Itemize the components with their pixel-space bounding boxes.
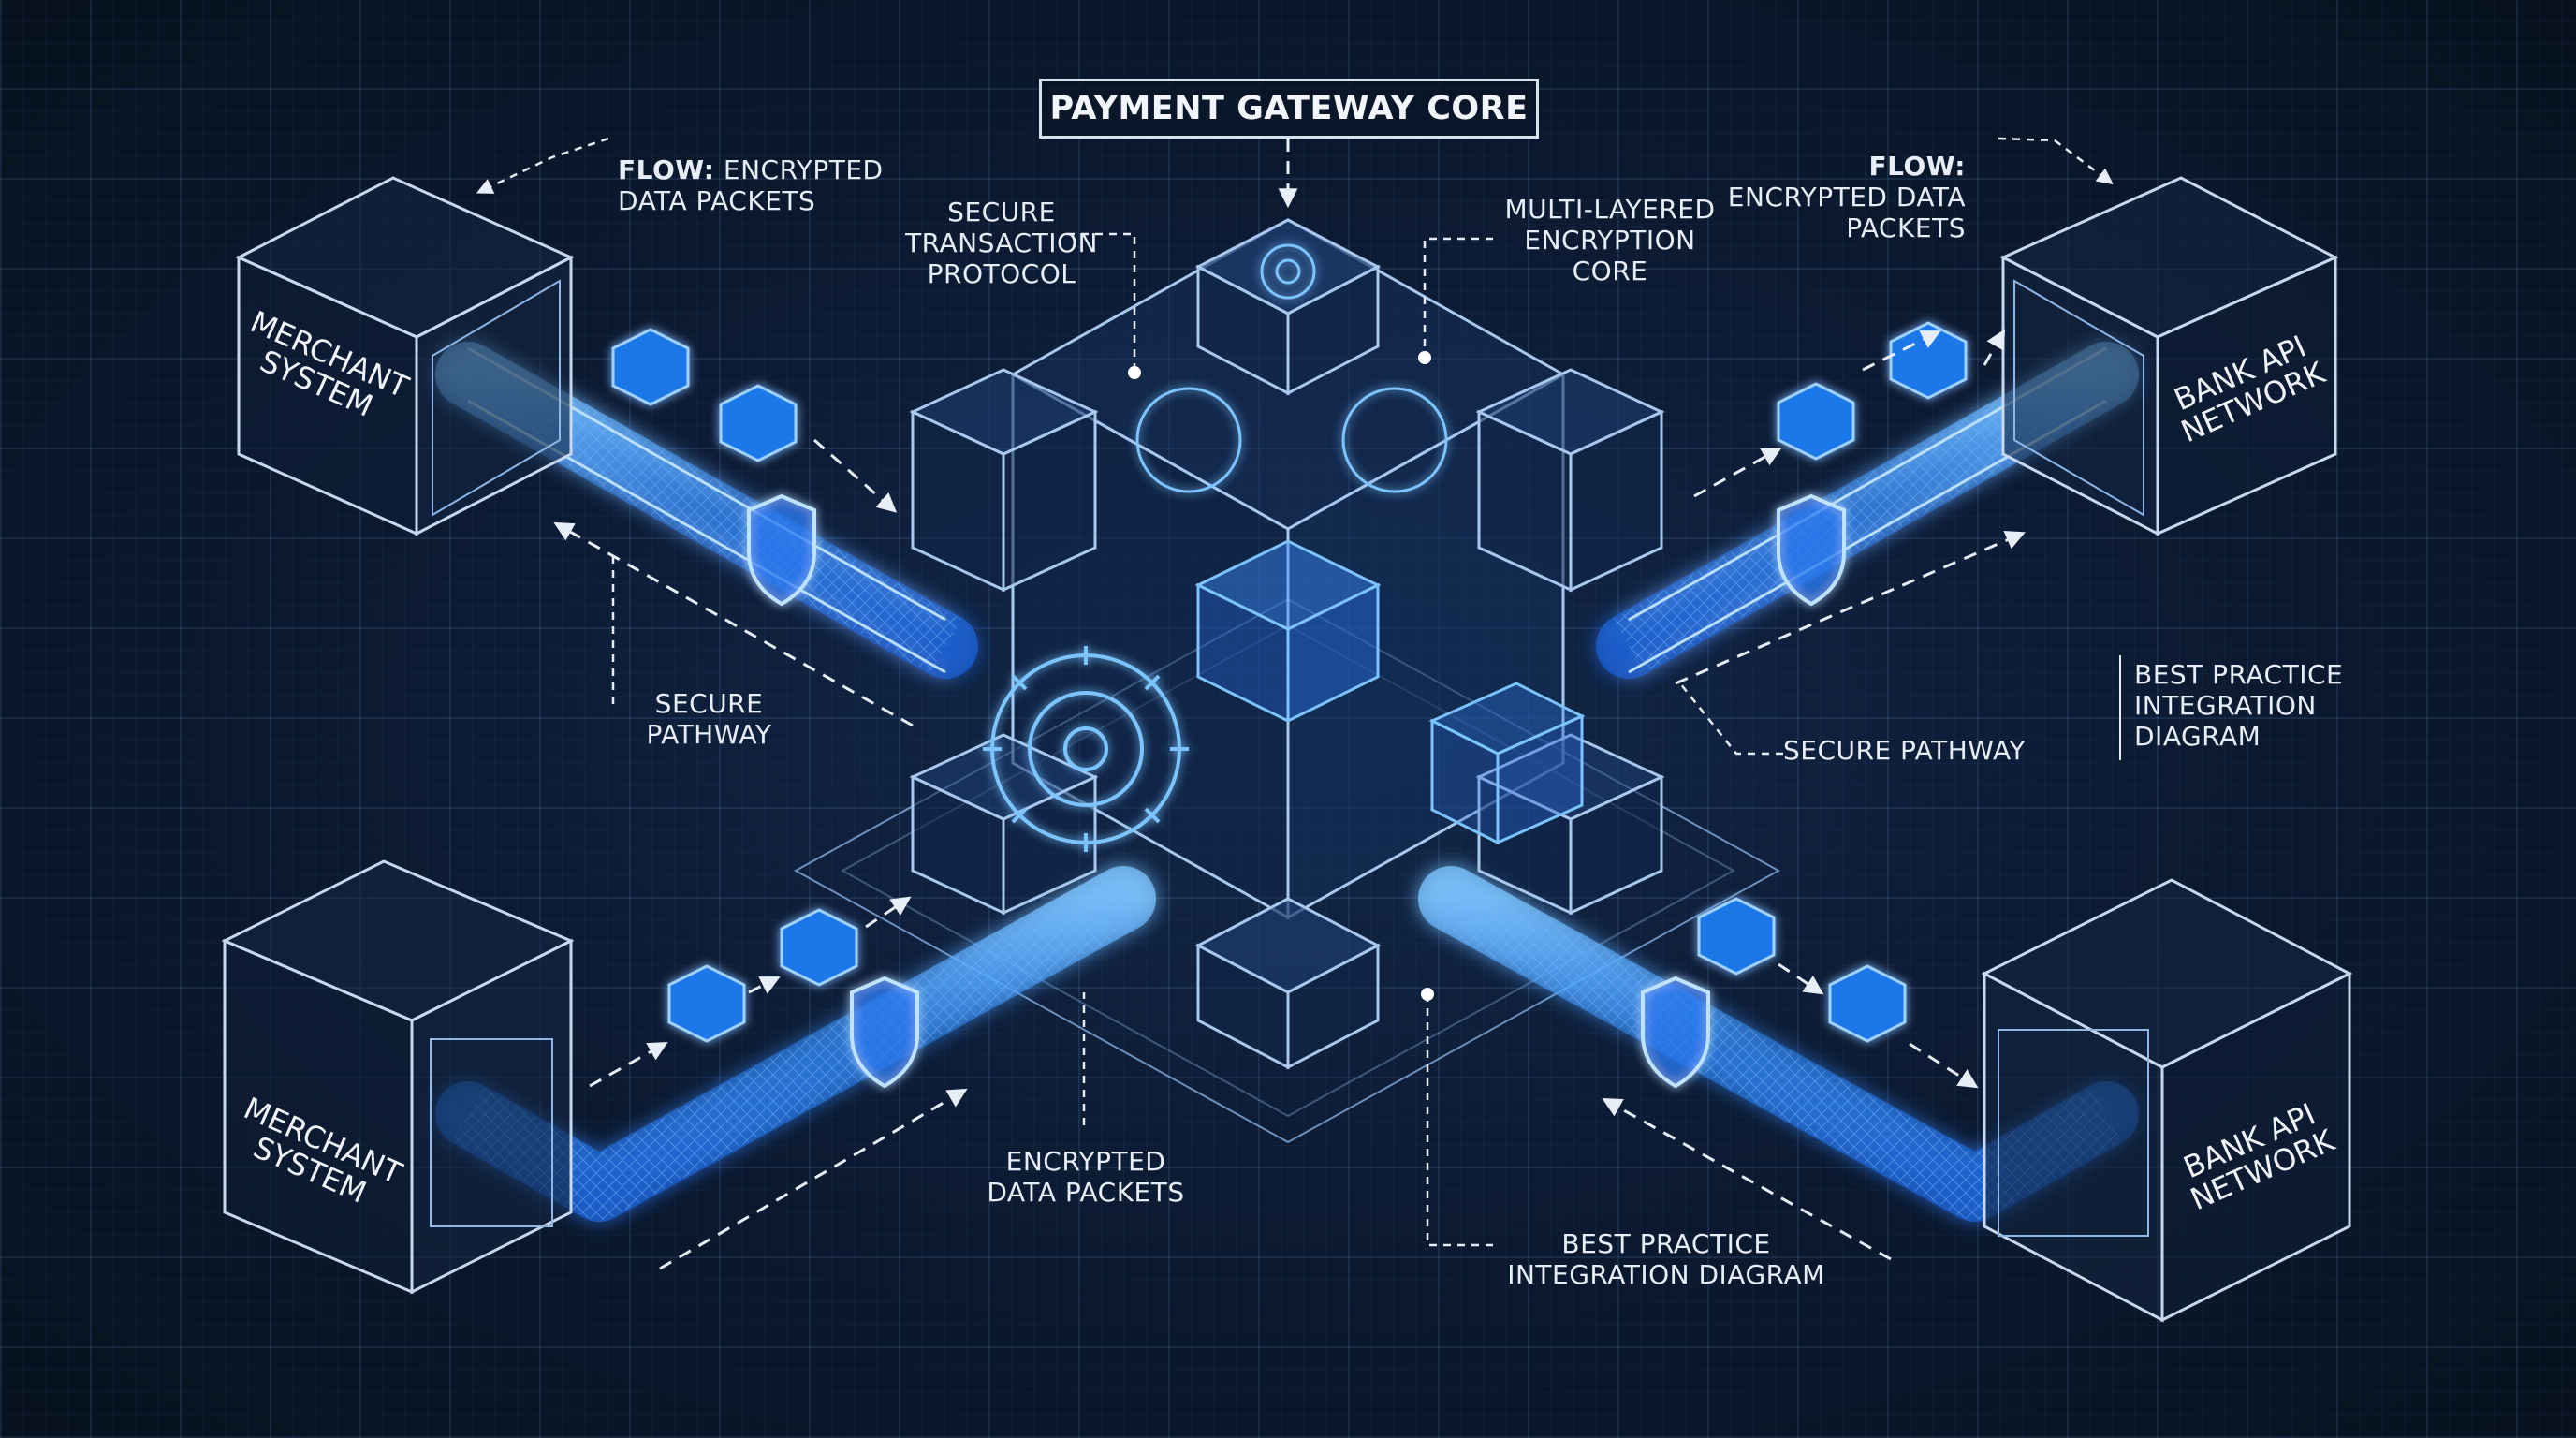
arrow-icon	[659, 1088, 968, 1270]
arrow-icon	[1778, 962, 1824, 995]
arrow-icon	[865, 896, 912, 929]
shield-icon	[1777, 493, 1846, 607]
best-practice-side-label: BEST PRACTICE INTEGRATION DIAGRAM	[2134, 659, 2344, 752]
arrow-icon	[748, 976, 781, 994]
bank-api-top-box	[1999, 176, 2339, 536]
flow-label-left: FLOW: ENCRYPTED DATA PACKETS	[618, 124, 884, 216]
callout-leaders	[476, 137, 2114, 1247]
arrow-icon	[1862, 330, 1941, 372]
arrow-icon	[1675, 531, 2026, 685]
data-packet-icon	[780, 908, 858, 987]
data-packet-icon	[1697, 897, 1776, 976]
gear-icon	[983, 646, 1189, 852]
flow-label-right-prefix: FLOW:	[1868, 151, 1966, 182]
merchant-system-bottom-box	[221, 859, 575, 1295]
arrow-icon	[1983, 329, 2006, 366]
secure-pathway-right-label: SECURE PATHWAY	[1783, 735, 2027, 766]
shield-icon	[1641, 976, 1710, 1089]
data-packet-icon	[1889, 321, 1968, 400]
encryption-core-label: MULTI-LAYERED ENCRYPTION CORE	[1504, 194, 1716, 286]
data-packet-icon	[719, 384, 798, 462]
data-packets	[611, 321, 1968, 1043]
flow-arrows	[553, 139, 2026, 1270]
shield-icon	[747, 493, 816, 607]
data-packet-icon	[1828, 964, 1907, 1043]
arrow-icon	[813, 438, 898, 513]
data-packet-icon	[1777, 382, 1855, 461]
arrow-icon	[589, 1041, 668, 1088]
shield-icon	[850, 976, 919, 1089]
gear-icon	[1135, 243, 1448, 493]
arrow-icon	[553, 521, 914, 727]
flow-label-right-text: ENCRYPTED DATA PACKETS	[1727, 182, 1966, 243]
merchant-system-top-box	[235, 176, 575, 536]
page-title: PAYMENT GATEWAY CORE	[1049, 90, 1529, 127]
gateway-title-box: PAYMENT GATEWAY CORE	[1039, 79, 1539, 139]
arrow-icon	[1602, 1097, 1892, 1261]
gateway-core	[909, 218, 1665, 1070]
encrypted-packets-label: ENCRYPTED DATA PACKETS	[987, 1146, 1185, 1208]
flow-label-right: FLOW: ENCRYPTED DATA PACKETS	[1704, 120, 1966, 243]
flow-label-left-prefix: FLOW:	[618, 154, 715, 185]
shields	[747, 493, 1846, 1089]
data-packet-icon	[611, 328, 690, 406]
callout-dots	[1128, 351, 1434, 1001]
data-packet-icon	[667, 964, 746, 1043]
secure-pathway-left-label: SECURE PATHWAY	[646, 688, 772, 750]
arrow-icon	[1693, 447, 1782, 498]
secure-protocol-label: SECURE TRANSACTION PROTOCOL	[905, 197, 1098, 289]
bank-api-bottom-box	[1981, 878, 2353, 1323]
flow-label-left-text: ENCRYPTED DATA PACKETS	[618, 154, 884, 216]
best-practice-bottom-label: BEST PRACTICE INTEGRATION DIAGRAM	[1507, 1228, 1825, 1290]
arrow-icon	[1909, 1042, 1979, 1089]
